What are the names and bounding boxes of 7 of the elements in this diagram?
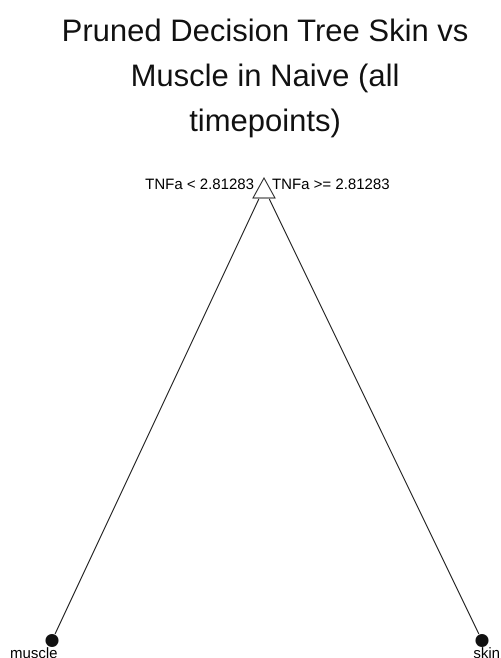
branch-line bbox=[54, 198, 260, 634]
split-condition: TNFa >= 2.81283 bbox=[272, 176, 390, 194]
split-condition: TNFa < 2.81283 bbox=[145, 176, 254, 194]
leaf-label: skin bbox=[472, 647, 500, 658]
leaf-label: muscle bbox=[10, 647, 59, 658]
chart-title: Pruned Decision Tree Skin vs Muscle in Naive (all timepoints) bbox=[60, 12, 470, 140]
branch-line bbox=[268, 198, 480, 634]
